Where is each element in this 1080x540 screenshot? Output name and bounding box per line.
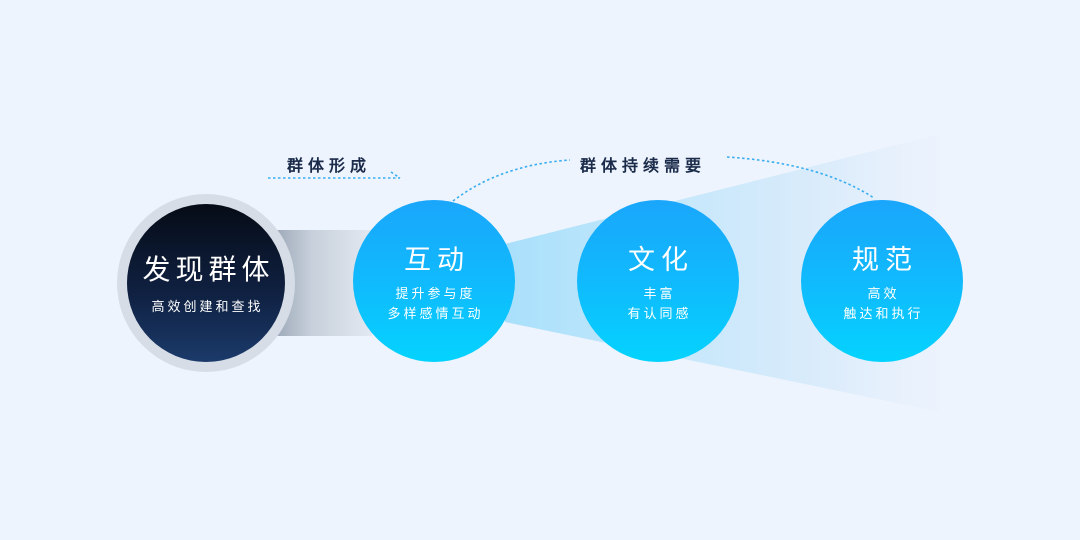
culture-node: 文化 丰富 有认同感 <box>577 200 739 362</box>
node-title: 规范 <box>852 244 918 276</box>
formation-arrow <box>268 171 401 179</box>
node-subtitle: 高效创建和查找 <box>151 300 264 315</box>
node-title: 文化 <box>628 244 694 276</box>
node-title: 互动 <box>404 244 470 276</box>
sustain-arc-left <box>452 159 571 202</box>
discover-node: 发现群体 高效创建和查找 <box>127 204 285 362</box>
node-subtitle: 高效 <box>867 286 900 302</box>
sustain-label: 群体持续需要 <box>580 156 707 175</box>
sustain-arc-right <box>726 156 875 199</box>
node-subtitle: 提升参与度 <box>395 286 476 302</box>
node-title: 发现群体 <box>142 253 275 286</box>
node-subtitle: 丰富 <box>643 286 676 302</box>
node-subtitle: 有认同感 <box>627 306 692 322</box>
formation-label: 群体形成 <box>287 156 372 175</box>
node-subtitle: 多样感情互动 <box>387 306 484 322</box>
interaction-node: 互动 提升参与度 多样感情互动 <box>353 200 515 362</box>
norms-node: 规范 高效 触达和执行 <box>801 200 963 362</box>
node-subtitle: 触达和执行 <box>843 306 924 322</box>
